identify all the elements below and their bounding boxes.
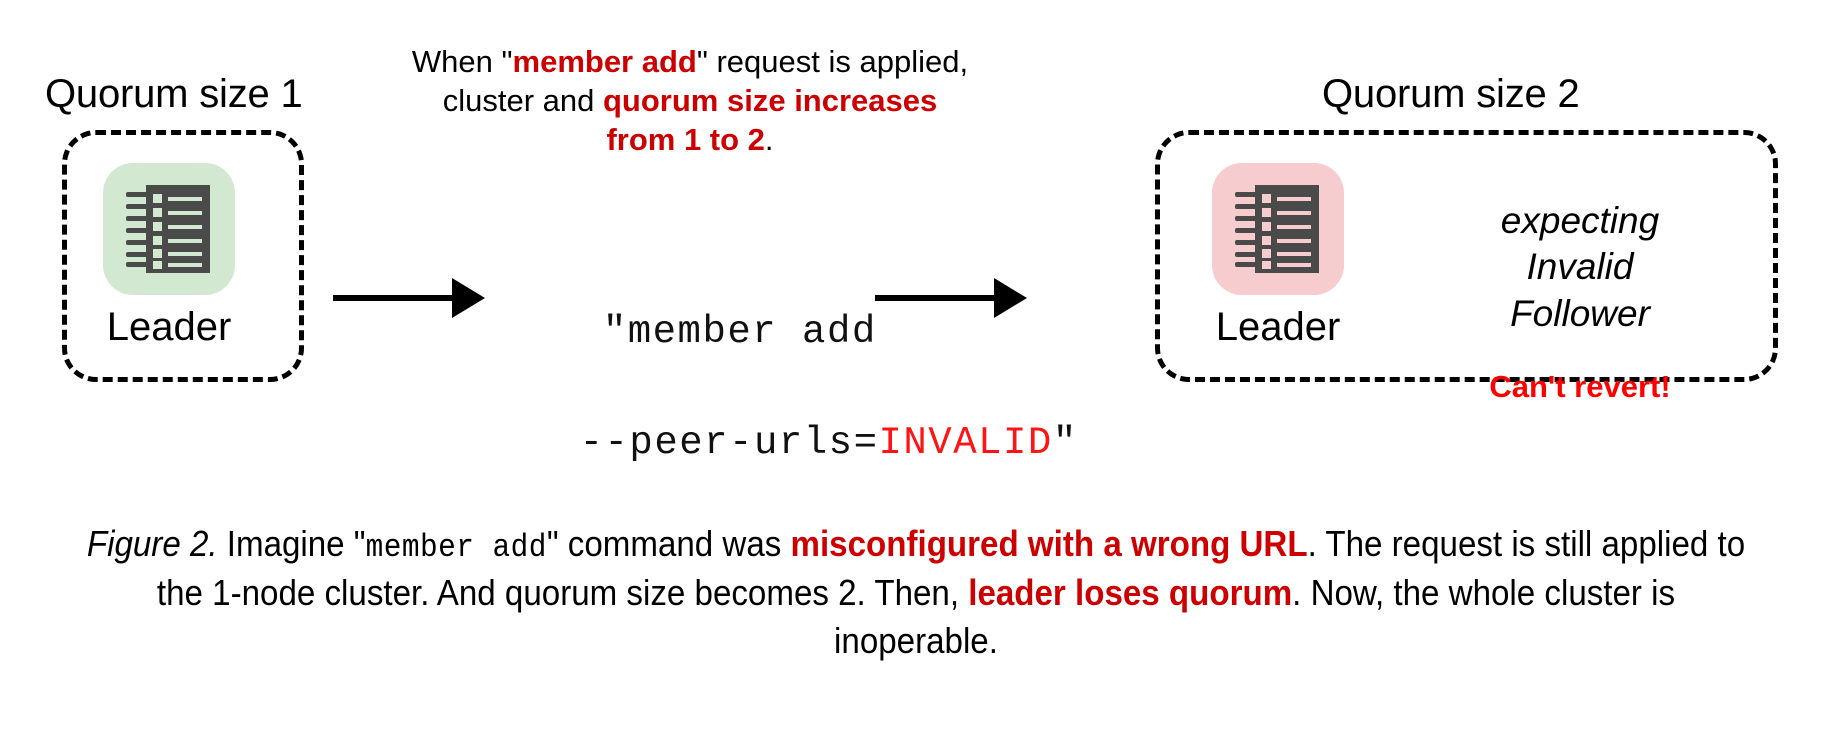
expecting-follower-status: expecting Invalid Follower [1430, 198, 1730, 337]
caption-highlight-2: leader loses quorum [968, 572, 1293, 614]
top-note-l1a: When " [411, 44, 513, 79]
left-cluster-box [62, 130, 304, 382]
top-note-l2a: cluster and [442, 83, 603, 119]
caption-figure-number: Figure 2. [86, 523, 218, 564]
status-line-1: expecting [1500, 200, 1660, 241]
right-node-tile [1212, 163, 1344, 304]
command-invalid-value: INVALID [878, 421, 1053, 466]
top-note-l1b: member add [512, 44, 697, 79]
caption-text-3: . The request is still applied to the 1-… [156, 523, 1746, 614]
status-line-3: Follower [1510, 292, 1650, 334]
cant-revert-warning: Can't revert! [1489, 369, 1671, 404]
top-note-l3c: . [764, 122, 774, 158]
command-line-1: "member add [602, 310, 877, 355]
command-flag: --peer-urls= [579, 421, 879, 466]
left-node-tile [103, 163, 235, 304]
top-note-l1c: " request is applied, [696, 44, 969, 79]
left-quorum-size-label: Quorum size 1 [45, 72, 303, 116]
server-rack-icon [1235, 183, 1321, 275]
top-note-line3: from 1 to 2. [606, 122, 773, 157]
top-note-l3b: from 1 to 2 [606, 122, 765, 158]
caption-text-2: " command was [546, 523, 791, 564]
right-cluster-box [1155, 130, 1778, 382]
right-node: Leader [1212, 163, 1344, 347]
top-note-line2: cluster and quorum size increases [443, 83, 938, 118]
top-note-line1: When "member add" request is applied, [412, 44, 968, 79]
left-node: Leader [103, 163, 235, 347]
figure-caption: Figure 2. Imagine "member add" command w… [73, 520, 1758, 664]
server-rack-icon [126, 183, 212, 275]
left-node-role-label: Leader [106, 305, 232, 349]
caption-text-4: . Now, the whole cluster is inoperable. [834, 572, 1676, 661]
command-text: "member add --peer-urls=INVALID" [480, 250, 1077, 527]
command-line-2: --peer-urls=INVALID" [580, 421, 1078, 465]
status-line-2: Invalid [1526, 246, 1634, 288]
caption-mono-command: member add [365, 529, 547, 566]
caption-highlight-1: misconfigured with a wrong URL [790, 523, 1308, 564]
right-quorum-size-label: Quorum size 2 [1322, 72, 1580, 116]
top-note-l2b: quorum size increases [603, 83, 938, 119]
top-annotation: When "member add" request is applied, cl… [390, 42, 990, 159]
caption-text-1: Imagine " [217, 523, 366, 564]
command-close-quote: " [1052, 421, 1078, 466]
right-node-role-label: Leader [1215, 305, 1341, 349]
